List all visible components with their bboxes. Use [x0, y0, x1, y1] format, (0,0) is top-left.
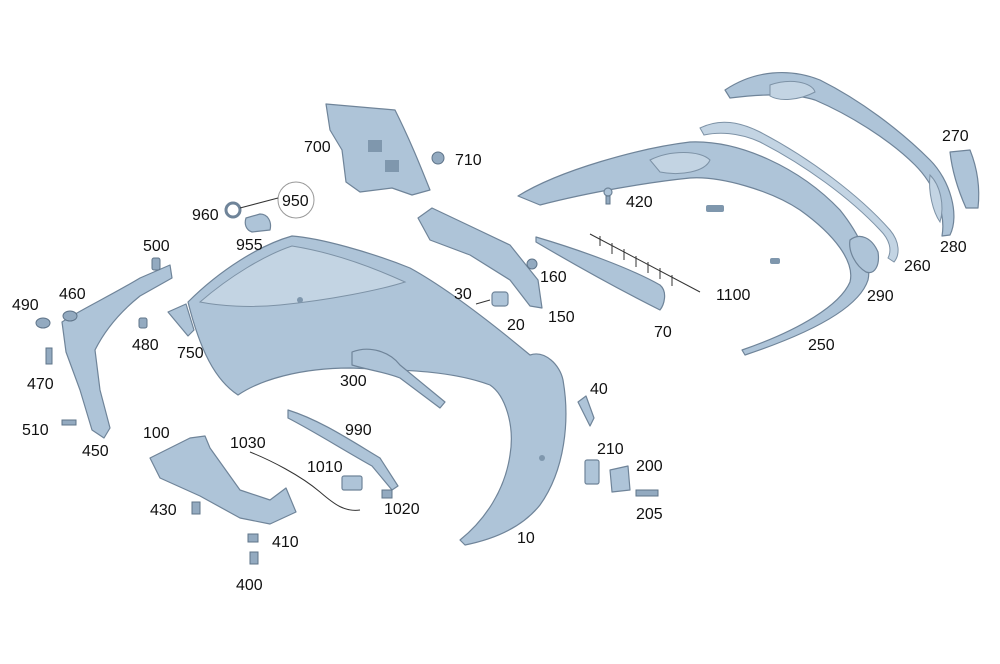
part-10-bumper-cover: [187, 235, 567, 546]
part-300-bracket: [351, 348, 446, 409]
part-70-strip: [535, 236, 666, 311]
callout-260: 260: [904, 258, 931, 275]
part-160-nut: [526, 258, 538, 270]
callout-510: 510: [22, 422, 49, 439]
callout-205: 205: [636, 506, 663, 523]
part-480-clip: [138, 317, 148, 329]
part-700-bracket: [325, 103, 431, 196]
part-270-cap: [949, 149, 980, 209]
part-950-highlight: [239, 181, 315, 219]
callout-250: 250: [808, 337, 835, 354]
part-490-clip: [35, 317, 51, 329]
part-150-bracket: [417, 207, 543, 309]
callout-990: 990: [345, 422, 372, 439]
callout-460: 460: [59, 286, 86, 303]
callout-750: 750: [177, 345, 204, 362]
callout-160: 160: [540, 269, 567, 286]
part-500-clip: [151, 257, 161, 271]
callout-280: 280: [940, 239, 967, 256]
callout-270: 270: [942, 128, 969, 145]
part-430-clip: [191, 501, 201, 515]
part-250-rear-apron: [517, 141, 870, 356]
callout-1030: 1030: [230, 435, 266, 452]
part-280-diffuser: [724, 72, 955, 237]
part-1020-clip: [381, 489, 393, 499]
callout-500: 500: [143, 238, 170, 255]
callout-290: 290: [867, 288, 894, 305]
part-460-clip: [62, 310, 78, 322]
callout-420: 420: [626, 194, 653, 211]
part-205-bolt: [635, 489, 659, 497]
part-400-bolt: [249, 551, 259, 565]
part-450-side-bracket: [61, 264, 173, 439]
part-260-trim: [699, 121, 899, 263]
callout-960: 960: [192, 207, 219, 224]
callout-150: 150: [548, 309, 575, 326]
callout-450: 450: [82, 443, 109, 460]
callout-400: 400: [236, 577, 263, 594]
callout-470: 470: [27, 376, 54, 393]
part-955-sensor: [244, 213, 272, 233]
part-510-screw: [61, 419, 77, 426]
part-1030-wire: [249, 451, 361, 511]
part-40-clip: [577, 395, 595, 427]
callout-1100: 1100: [716, 287, 751, 304]
callout-700: 700: [304, 139, 331, 156]
part-30-pin: [475, 299, 491, 305]
callout-490: 490: [12, 297, 39, 314]
callout-430: 430: [150, 502, 177, 519]
part-290-bracket: [849, 235, 880, 274]
callout-950: 950: [282, 193, 309, 210]
part-410-clip: [247, 533, 259, 543]
part-710-nut: [431, 151, 445, 165]
callout-200: 200: [636, 458, 663, 475]
part-750-clip: [167, 303, 195, 337]
part-420-clip: [603, 187, 613, 205]
callout-210: 210: [597, 441, 624, 458]
part-20-socket: [491, 291, 509, 307]
callout-70: 70: [654, 324, 672, 341]
callout-480: 480: [132, 337, 159, 354]
callout-300: 300: [340, 373, 367, 390]
callout-1010: 1010: [307, 459, 343, 476]
callout-100: 100: [143, 425, 170, 442]
callout-30: 30: [454, 286, 472, 303]
part-210-bracket: [584, 459, 600, 485]
part-960-ring: [224, 201, 242, 219]
callout-410: 410: [272, 534, 299, 551]
callout-40: 40: [590, 381, 608, 398]
part-470-bolt: [45, 347, 53, 365]
part-200-bracket: [609, 465, 631, 493]
callout-955: 955: [236, 237, 263, 254]
part-1010-clip: [341, 475, 363, 491]
part-100-beam: [149, 435, 297, 525]
callout-20: 20: [507, 317, 525, 334]
callout-10: 10: [517, 530, 535, 547]
part-1100-lines: [589, 233, 701, 293]
part-990-bracket: [287, 409, 399, 491]
callout-710: 710: [455, 152, 482, 169]
callout-1020: 1020: [384, 501, 420, 518]
